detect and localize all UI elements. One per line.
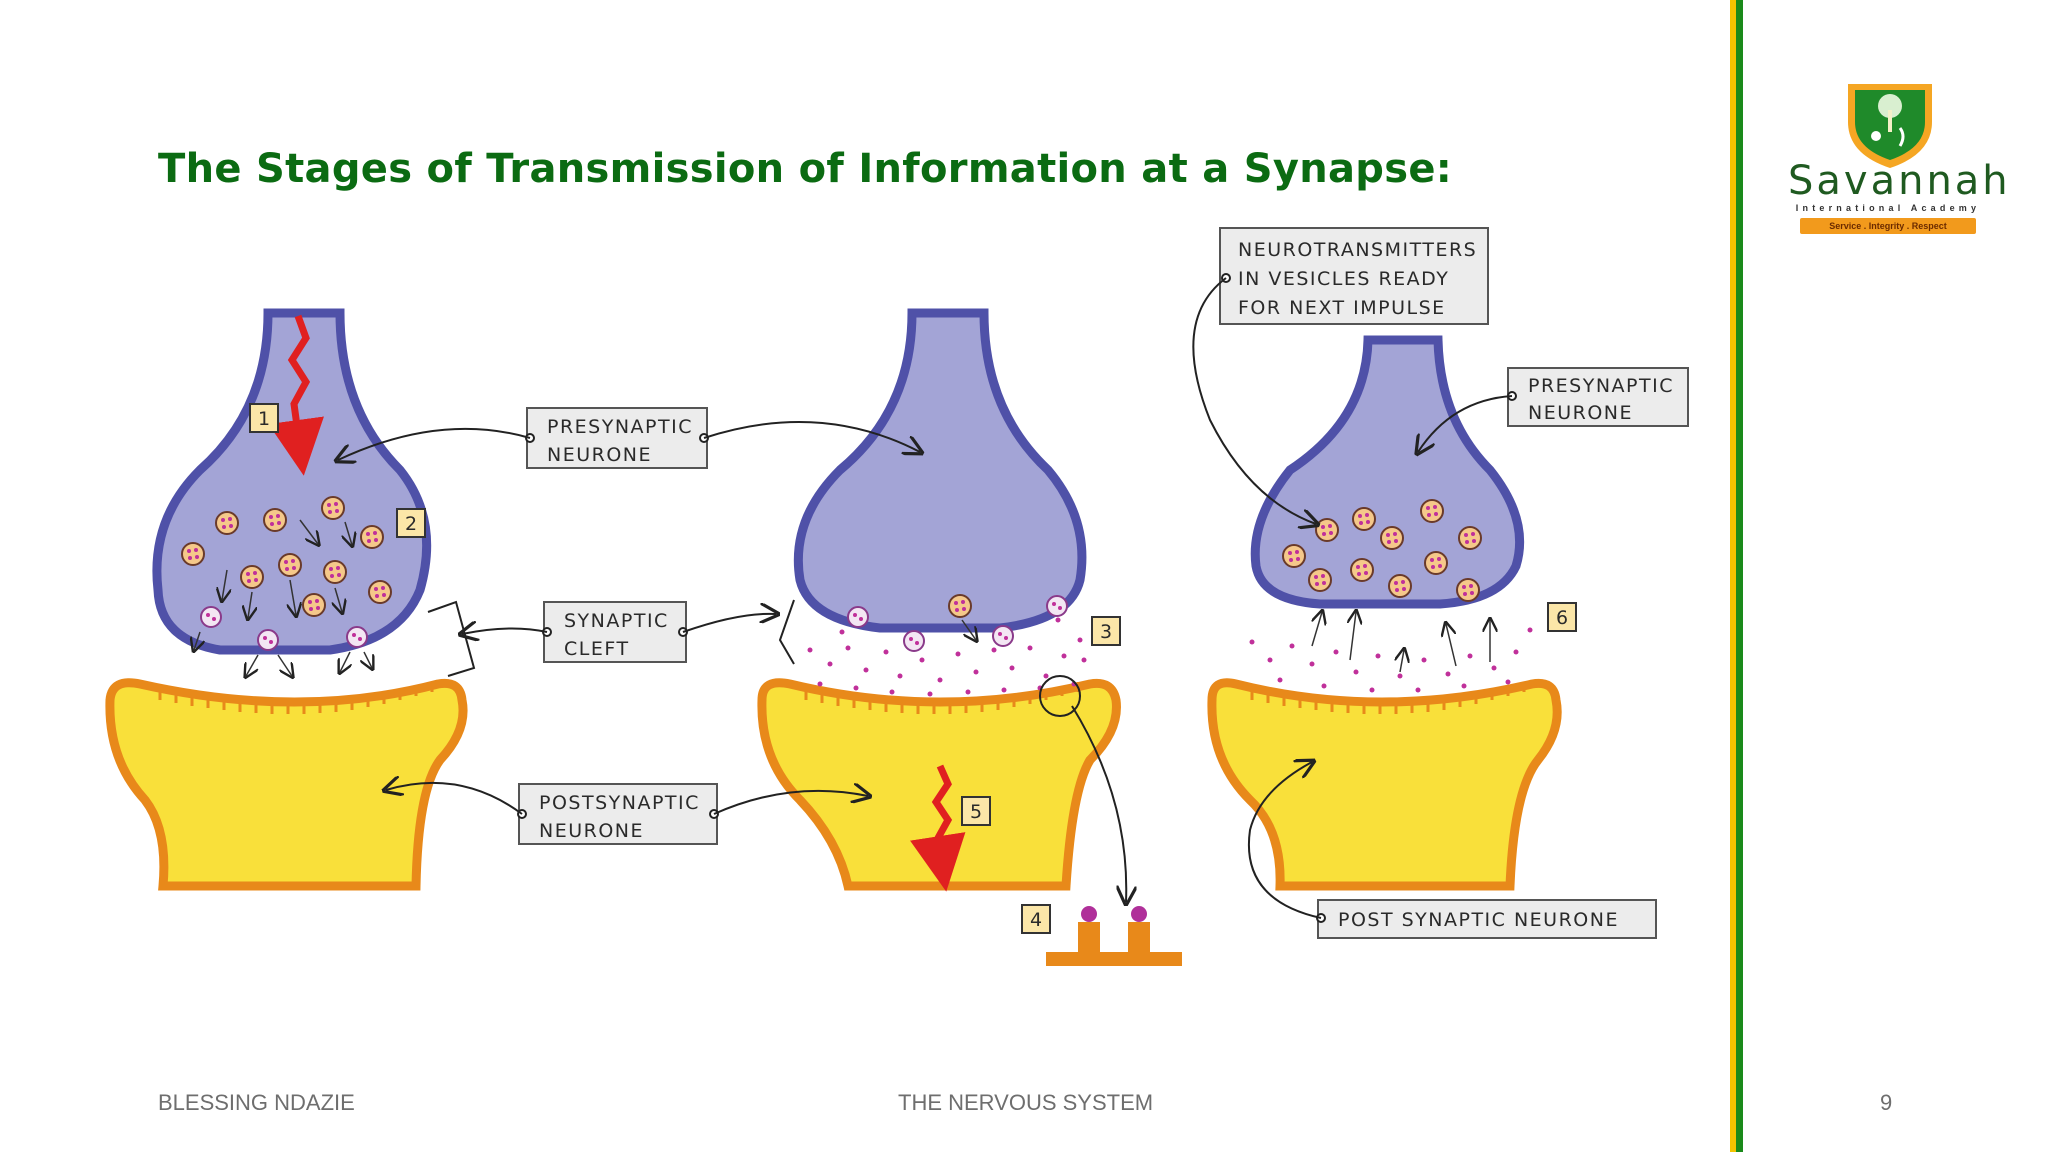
panel-3: 6 bbox=[1207, 335, 1577, 891]
postsynaptic-dendrite-1 bbox=[105, 678, 468, 891]
svg-text:SYNAPTIC: SYNAPTIC bbox=[564, 610, 669, 632]
presynaptic-terminal-2 bbox=[793, 308, 1087, 633]
svg-text:1: 1 bbox=[258, 408, 270, 430]
svg-text:POST SYNAPTIC NEURONE: POST SYNAPTIC NEURONE bbox=[1338, 909, 1619, 931]
svg-text:NEUROTRANSMITTERS: NEUROTRANSMITTERS bbox=[1238, 239, 1477, 261]
svg-text:2: 2 bbox=[405, 513, 417, 535]
svg-text:6: 6 bbox=[1556, 607, 1568, 629]
slide-title: The Stages of Transmission of Informatio… bbox=[158, 146, 1453, 192]
footer-author: BLESSING NDAZIE bbox=[158, 1090, 355, 1115]
panel-1: 1 2 bbox=[105, 308, 476, 891]
label-neurotransmitters: NEUROTRANSMITTERS IN VESICLES READY FOR … bbox=[1219, 227, 1489, 325]
svg-text:IN VESICLES READY: IN VESICLES READY bbox=[1238, 268, 1449, 290]
svg-text:4: 4 bbox=[1030, 909, 1042, 931]
school-crest-logo bbox=[1848, 84, 1932, 168]
connector-arrows bbox=[338, 273, 1517, 923]
svg-text:FOR NEXT IMPULSE: FOR NEXT IMPULSE bbox=[1238, 297, 1446, 319]
postsynaptic-dendrite-2 bbox=[757, 678, 1121, 891]
svg-text:NEURONE: NEURONE bbox=[547, 444, 652, 466]
svg-text:5: 5 bbox=[970, 801, 982, 823]
footer-topic: THE NERVOUS SYSTEM bbox=[898, 1090, 1154, 1115]
logo-motto: Service . Integrity . Respect bbox=[1800, 218, 1976, 234]
svg-text:NEURONE: NEURONE bbox=[1528, 402, 1633, 424]
label-postsynaptic-2: POST SYNAPTIC NEURONE bbox=[1317, 899, 1657, 939]
accent-rail-yellow bbox=[1730, 0, 1736, 1152]
postsynaptic-dendrite-3 bbox=[1207, 678, 1562, 891]
receptor-closeup bbox=[1046, 906, 1182, 966]
label-presynaptic-2: PRESYNAPTIC NEURONE bbox=[1507, 367, 1689, 427]
stage-badge-2: 2 bbox=[396, 508, 426, 538]
presynaptic-terminal-1 bbox=[152, 308, 432, 655]
stage-badge-3: 3 bbox=[1091, 616, 1121, 646]
nerve-impulse-arrow-1 bbox=[268, 314, 324, 476]
panel-2: 3 5 4 bbox=[757, 308, 1182, 966]
label-postsynaptic-1: POSTSYNAPTIC NEURONE bbox=[518, 783, 718, 845]
svg-text:NEURONE: NEURONE bbox=[539, 820, 644, 842]
stage-badge-4: 4 bbox=[1021, 904, 1051, 934]
label-presynaptic-1: PRESYNAPTIC NEURONE bbox=[526, 407, 708, 469]
logo-name: Savannah bbox=[1788, 158, 2011, 204]
logo-subtitle: International Academy bbox=[1795, 203, 1981, 213]
stage-badge-5: 5 bbox=[961, 796, 991, 826]
svg-text:3: 3 bbox=[1100, 621, 1112, 643]
nerve-impulse-arrow-5 bbox=[910, 764, 966, 892]
stage-badge-1: 1 bbox=[249, 403, 279, 433]
svg-text:PRESYNAPTIC: PRESYNAPTIC bbox=[547, 416, 693, 438]
svg-text:PRESYNAPTIC: PRESYNAPTIC bbox=[1528, 375, 1674, 397]
svg-text:POSTSYNAPTIC: POSTSYNAPTIC bbox=[539, 792, 700, 814]
label-synaptic-cleft: SYNAPTIC CLEFT bbox=[543, 601, 687, 663]
footer-page-number: 9 bbox=[1880, 1090, 1893, 1115]
stage-badge-6: 6 bbox=[1547, 602, 1577, 632]
accent-rail-green bbox=[1736, 0, 1743, 1152]
svg-text:CLEFT: CLEFT bbox=[564, 638, 630, 660]
